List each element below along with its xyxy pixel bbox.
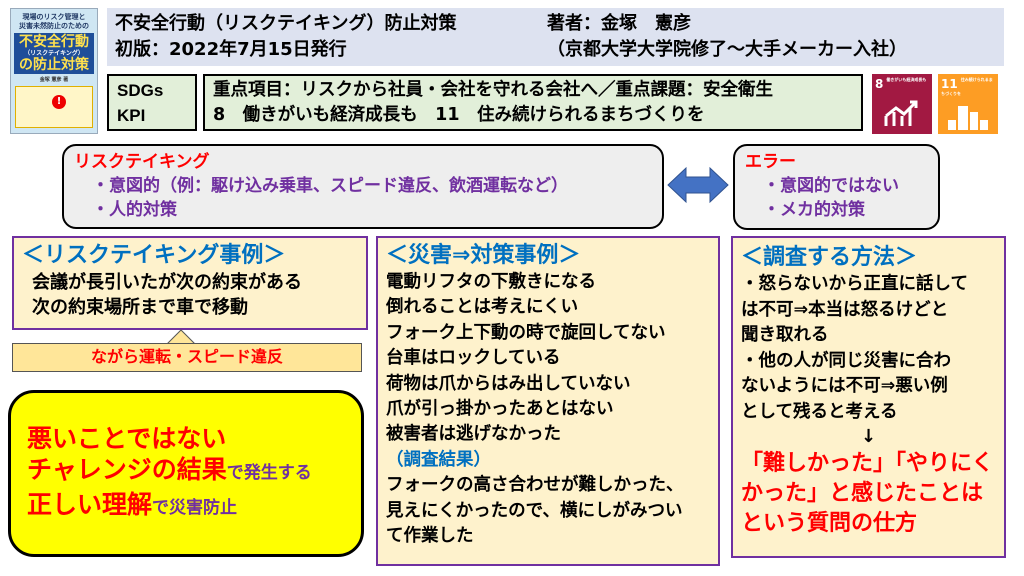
- cover-author: 金塚 憲彦 著: [39, 77, 69, 83]
- survey-line: ・怒らないから正直に話して: [741, 274, 968, 294]
- disaster-line: 電動リフタの下敷きになる: [386, 272, 596, 292]
- disaster-line: フォーク上下動の時で旋回してない: [386, 322, 666, 343]
- author-career: （京都大学大学院修了～大手メーカー入社）: [547, 39, 907, 60]
- book-title: 不安全行動（リスクテイキング）防止対策: [115, 13, 457, 34]
- author: 著者：金塚 憲彦: [547, 13, 691, 34]
- survey-conclusion-line: 「難しかった」「やりにく: [741, 451, 994, 476]
- survey-line: として残ると考える: [741, 401, 898, 422]
- case-line: 会議が長引いたが次の約束がある: [32, 272, 302, 293]
- survey-line: ・他の人が同じ災害に合わ: [741, 350, 951, 371]
- survey-line: は不可⇒本当は怒るけどと: [741, 299, 949, 320]
- disaster-line: 荷物は爪からはみ出していない: [386, 373, 631, 394]
- disaster-title: ＜災害⇒対策事例＞: [386, 243, 581, 268]
- disaster-line: 倒れることは考えにくい: [386, 297, 579, 318]
- survey-line: ないようには不可⇒悪い例: [741, 376, 948, 396]
- down-arrow-icon: ↓: [860, 426, 877, 447]
- survey-method-box: ＜調査する方法＞ ・怒らないから正直に話して は不可⇒本当は怒るけどと 聞き取れ…: [731, 236, 1006, 558]
- case-line: 次の約束場所まで車で移動: [32, 297, 248, 318]
- survey-title: ＜調査する方法＞: [741, 245, 918, 270]
- survey-conclusion-line: かった」と感じたことは: [741, 481, 984, 506]
- error-title: エラー: [745, 152, 796, 172]
- title-banner: 不安全行動（リスクテイキング）防止対策 初版：2022年7月15日発行 著者：金…: [107, 8, 1004, 66]
- error-box: エラー ・意図的ではない ・メカ的対策: [733, 144, 940, 230]
- disaster-case-box: ＜災害⇒対策事例＞ 電動リフタの下敷きになる 倒れることは考えにくい フォーク上…: [376, 236, 720, 566]
- disaster-line: 台車はロックしている: [386, 348, 561, 369]
- case-cause-banner: ながら運転・スピード違反: [12, 343, 362, 372]
- cover-subtitle: 現場のリスク管理と災害未然防止のための: [19, 13, 89, 30]
- error-item: ・意図的ではない: [763, 176, 899, 196]
- disaster-line: 爪が引っ掛かったあとはない: [386, 399, 614, 420]
- risk-taking-title: リスクテイキング: [74, 152, 210, 172]
- message-line: 悪いことではない: [27, 424, 227, 453]
- message-line: 正しい理解で災害防止: [27, 490, 238, 519]
- result-label: （調査結果）: [386, 449, 491, 470]
- error-item: ・メカ的対策: [763, 200, 865, 220]
- book-cover: 現場のリスク管理と災害未然防止のための 不安全行動（リスクテイキング）の防止対策…: [10, 8, 98, 134]
- risk-taking-box: リスクテイキング ・意図的（例：駆け込み乗車、スピード違反、飲酒運転など） ・人…: [62, 144, 664, 229]
- key-message-box: 悪いことではない チャレンジの結果で発生する 正しい理解で災害防止: [8, 390, 364, 557]
- result-line: 見えにくかったので、横にしがみつい: [386, 500, 683, 521]
- result-line: て作業した: [386, 526, 474, 547]
- risk-case-box: ＜リスクテイキング事例＞ 会議が長引いたが次の約束がある 次の約束場所まで車で移…: [12, 236, 368, 330]
- case-title: ＜リスクテイキング事例＞: [22, 243, 286, 268]
- risk-item: ・人的対策: [92, 200, 177, 220]
- cover-title: 不安全行動（リスクテイキング）の防止対策: [14, 33, 94, 74]
- result-line: フォークの高さ合わせが難しかった、: [386, 475, 684, 496]
- survey-line: 聞き取れる: [741, 325, 829, 345]
- survey-conclusion-line: という質問の仕方: [741, 511, 918, 536]
- double-arrow-icon: [667, 166, 729, 204]
- disaster-line: 被害者は逃げなかった: [386, 424, 561, 445]
- risk-item: ・意図的（例：駆け込み乗車、スピード違反、飲酒運転など）: [92, 176, 568, 196]
- edition-date: 初版：2022年7月15日発行: [115, 39, 347, 60]
- message-line: チャレンジの結果で発生する: [27, 455, 312, 484]
- cover-illustration: [15, 86, 93, 128]
